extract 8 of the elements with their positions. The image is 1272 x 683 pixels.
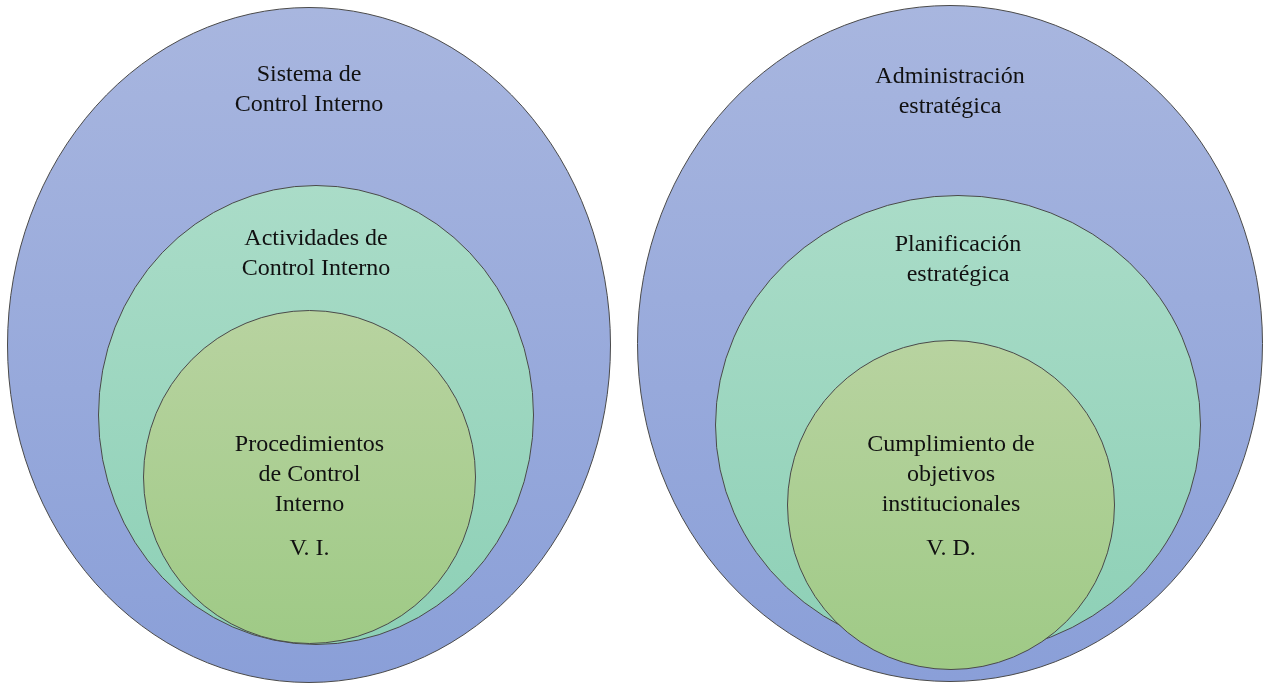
node-label: Procedimientos de Control Interno bbox=[233, 429, 386, 518]
variable-label: V. I. bbox=[288, 533, 331, 562]
node-label: Actividades de Control Interno bbox=[240, 223, 392, 282]
node-label: Cumplimiento de objetivos institucionales bbox=[866, 429, 1036, 518]
node-label: Sistema de Control Interno bbox=[234, 59, 384, 118]
node-label: Administración estratégica bbox=[874, 61, 1026, 120]
variable-label: V. D. bbox=[925, 533, 977, 562]
node-label: Planificación estratégica bbox=[893, 229, 1023, 288]
